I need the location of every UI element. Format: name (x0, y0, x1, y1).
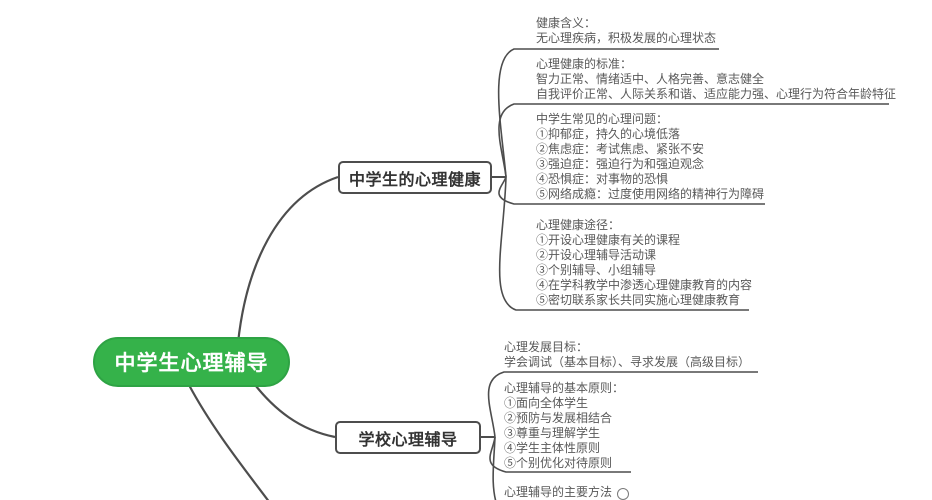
leaf-line: 无心理疾病，积极发展的心理状态 (536, 31, 717, 45)
leaf-line: ④学生主体性原则 (504, 441, 601, 455)
branch-school-counseling-label: 学校心理辅导 (358, 431, 458, 449)
leaf-line: ①开设心理健康有关的课程 (536, 233, 681, 247)
branch-school-counseling[interactable]: 学校心理辅导 (335, 421, 481, 454)
leaf-development-goals[interactable]: 心理发展目标： 学会调试（基本目标）、寻求发展（高级目标） (504, 340, 750, 370)
leaf-line: ①面向全体学生 (504, 396, 589, 410)
branch-mental-health[interactable]: 中学生的心理健康 (338, 161, 492, 194)
leaf-health-standards[interactable]: 心理健康的标准： 智力正常、情绪适中、人格完善、意志健全 自我评价正常、人际关系… (536, 57, 896, 102)
leaf-line: ⑤密切联系家长共同实施心理健康教育 (536, 293, 741, 307)
central-topic-label: 中学生心理辅导 (114, 352, 269, 375)
leaf-line: 心理辅导的主要方法 (504, 485, 613, 499)
leaf-line: ④恐惧症：对事物的恐惧 (536, 172, 669, 186)
leaf-line: 中学生常见的心理问题： (536, 112, 669, 126)
cutoff-list-marker-icon (617, 488, 629, 500)
central-topic[interactable]: 中学生心理辅导 (93, 337, 290, 387)
leaf-line: ④在学科教学中渗透心理健康教育的内容 (536, 278, 753, 292)
edge-branch1-leaf4 (498, 176, 749, 311)
leaf-basic-principles[interactable]: 心理辅导的基本原则： ①面向全体学生 ②预防与发展相结合 ③尊重与理解学生 ④学… (504, 381, 624, 471)
leaf-health-meaning[interactable]: 健康含义： 无心理疾病，积极发展的心理状态 (536, 16, 716, 46)
branch-mental-health-label: 中学生的心理健康 (348, 171, 481, 189)
leaf-line: ②焦虑症：考试焦虑、紧张不安 (536, 142, 705, 156)
leaf-line: ③强迫症：强迫行为和强迫观念 (536, 157, 705, 171)
leaf-line: 心理辅导的基本原则： (504, 381, 625, 395)
leaf-line: 心理健康的标准： (536, 57, 633, 71)
leaf-line: 学会调试（基本目标）、寻求发展（高级目标） (504, 355, 751, 369)
leaf-line: ③尊重与理解学生 (504, 426, 601, 440)
edge-root-branch1 (236, 175, 339, 344)
leaf-main-methods[interactable]: 心理辅导的主要方法 (504, 485, 612, 500)
leaf-health-approaches[interactable]: 心理健康途径： ①开设心理健康有关的课程 ②开设心理辅导活动课 ③个别辅导、小组… (536, 218, 752, 308)
leaf-line: ②开设心理辅导活动课 (536, 248, 657, 262)
edge-root-branch2 (251, 380, 336, 439)
edge-branch2-leaf1 (487, 371, 758, 438)
leaf-line: 心理发展目标： (504, 340, 589, 354)
edge-root-branch3-offscreen (188, 384, 270, 500)
leaf-common-problems[interactable]: 中学生常见的心理问题： ①抑郁症，持久的心境低落 ②焦虑症：考试焦虑、紧张不安 … (536, 112, 764, 202)
leaf-line: 自我评价正常、人际关系和谐、适应能力强、心理行为符合年龄特征 (536, 87, 897, 101)
edge-branch1-leaf2 (498, 103, 889, 178)
leaf-line: 心理健康途径： (536, 218, 621, 232)
leaf-line: ⑤个别优化对待原则 (504, 456, 613, 470)
leaf-line: ②预防与发展相结合 (504, 411, 613, 425)
leaf-line: ①抑郁症，持久的心境低落 (536, 127, 681, 141)
leaf-line: 智力正常、情绪适中、人格完善、意志健全 (536, 72, 765, 86)
leaf-line: 健康含义： (536, 16, 597, 30)
edge-branch1-leaf1 (497, 48, 719, 178)
edge-branch1-leaf3 (498, 176, 765, 205)
leaf-line: ⑤网络成瘾：过度使用网络的精神行为障碍 (536, 187, 765, 201)
edge-branch2-leaf3 (492, 436, 497, 500)
leaf-line: ③个别辅导、小组辅导 (536, 263, 657, 277)
